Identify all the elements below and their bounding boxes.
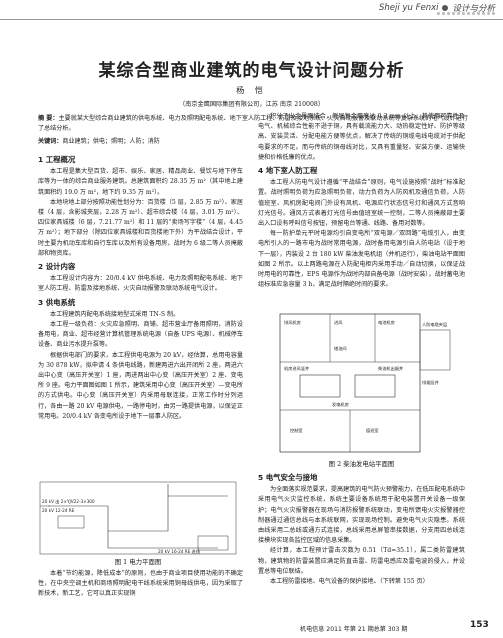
paper-affiliation: （南京金鹰国际集团有限公司，江苏 南京 210008） bbox=[178, 101, 325, 108]
fig1-cable-route bbox=[48, 495, 228, 532]
abstract: 摘 要：主要就某大型综合商业建筑的供电系统、电力及照明配电系统、地下室人防工程、… bbox=[38, 114, 468, 134]
body-paragraph: 本工程人防电气设计遵循“平战结合”原则，电气设施按照“战时”标准配置。战时照明负… bbox=[258, 179, 465, 228]
section-heading: 5 电气安全与接地 bbox=[258, 473, 318, 482]
right-column: 积分子出金界面结合，侧层复合厚度达 0.3 mm 以上，其使用可靠性及电气、机械… bbox=[258, 112, 465, 290]
body-paragraph: 为全面落实规范要求，提高建筑的电气防火预警能力，在低压配电系统中采用电气火灾监控… bbox=[258, 486, 465, 545]
fig2-shaft bbox=[419, 329, 451, 371]
keywords-label: 关键词： bbox=[38, 138, 63, 145]
body-paragraph: 本工程是集大型百货、超市、娱乐、家居、精品商业、餐饮与地下停车库等为一体的综合商… bbox=[38, 168, 243, 196]
fig2-label: 储油间 bbox=[334, 345, 347, 352]
fig2-label: 进风 bbox=[334, 319, 343, 326]
body-paragraph: 本着“节约能源，降低成本”的原则，也由于商业项目使用功能的不确定性，在中央空调主… bbox=[38, 570, 243, 598]
body-paragraph: 本工程一级负荷：火灾应急照明、商铺、超市营业厅备用照明，消防设备用电，商业、超市… bbox=[38, 321, 243, 349]
fig2-generator-1 bbox=[299, 374, 341, 398]
figure-2-caption: 图 2 柴油发电站平面图 bbox=[328, 460, 395, 468]
fig1-cable-route-2 bbox=[107, 531, 218, 549]
section-heading: 1 工程概况 bbox=[38, 155, 76, 164]
left-column: 1 工程概况本工程是集大型百货、超市、娱乐、家居、精品商业、餐饮与地下停车库等为… bbox=[38, 152, 243, 422]
bullet-icon bbox=[442, 5, 449, 11]
fig2-label: 排风机房 bbox=[284, 319, 301, 326]
fig2-label: 人防电缆夹层 bbox=[422, 321, 447, 328]
body-paragraph: 积分子出金界面结合，侧层复合厚度达 0.3 mm 以上，其使用可靠性及电气、机械… bbox=[258, 113, 465, 161]
abstract-label: 摘 要： bbox=[38, 115, 59, 122]
fig1-room-box bbox=[57, 515, 85, 529]
body-paragraph: 每一防护单元平时电源均引自变电所“双电源／双回路”电缆引入，由变电所引入的一路市… bbox=[258, 230, 465, 289]
keywords-text: 商业建筑；供电；照明；人防；消防 bbox=[62, 138, 160, 145]
fig2-label: 值班室 bbox=[366, 427, 379, 434]
body-paragraph: 本工程防雷接地、电气设备的保护接地、（下转第 155 页） bbox=[270, 578, 429, 586]
fig2-label: 柴油机出烟井 bbox=[378, 365, 403, 372]
fig2-label: 排烟竖井 bbox=[422, 379, 439, 386]
figure-1-caption: 图 1 电力平面图 bbox=[114, 558, 162, 566]
fig1-frame bbox=[39, 481, 237, 555]
figure-2-diesel-station-plan: 排风机房 进风 电池机房 储油间 人防电缆夹层 发电机房 机房进风竖井 柴油机出… bbox=[279, 313, 451, 453]
fig2-label: 发电机房 bbox=[332, 401, 349, 408]
header-section: 设计与分析 bbox=[452, 4, 495, 14]
fig2-label: 电池机房 bbox=[378, 319, 395, 326]
page-number: 153 bbox=[470, 620, 489, 630]
body-paragraph: 经计算，本工程预计雷击次数为 0.51（Td=35.1），属二类防雷建筑物，建筑… bbox=[258, 547, 465, 575]
fig2-label: 控制室 bbox=[290, 427, 303, 434]
body-paragraph: 本工程建筑内配电系统接地型式采用 TN-S 制。 bbox=[50, 310, 180, 318]
fig1-label: 20 kV 12-24 RE bbox=[42, 508, 75, 513]
header-journal-block: Sheji yu Fenxi 设计与分析 bbox=[379, 2, 495, 14]
fig1-substation-box bbox=[197, 535, 229, 551]
left-column-bottom: 本着“节约能源，降低成本”的原则，也由于商业项目使用功能的不确定性，在中央空调主… bbox=[38, 569, 243, 600]
header-journal: Sheji yu Fenxi bbox=[379, 3, 439, 13]
section-heading: 2 设计内容 bbox=[38, 262, 76, 272]
paper-title: 某综合型商业建筑的电气设计问题分析 bbox=[98, 61, 405, 81]
body-paragraph: 本地块地上部分按照功能性划分为：百货楼（5 层，2.85 万 m²）、家居楼（4… bbox=[38, 198, 243, 257]
right-column-bottom: 5 电气安全与接地为全面落实规范要求，提高建筑的电气防火预警能力，在低压配电系统… bbox=[258, 470, 465, 587]
fig2-label: 机房进风竖井 bbox=[284, 365, 309, 372]
section-heading: 4 地下室人防工程 bbox=[258, 166, 318, 176]
paper-author: 杨 恺 bbox=[236, 86, 267, 95]
footer-journal-issue: 机电信息 2011 年第 21 期总第 303 期 bbox=[300, 626, 408, 633]
body-paragraph: 根据供电部门的要求，本工程供电电源为 20 kV，经估算，总用电容量为 30 8… bbox=[38, 351, 243, 420]
section-heading: 3 供电系统 bbox=[38, 297, 76, 307]
keywords: 关键词：商业建筑；供电；照明；人防；消防 bbox=[38, 137, 468, 146]
running-header: Sheji yu Fenxi 设计与分析 bbox=[0, 0, 503, 20]
abstract-text: 主要就某大型综合商业建筑的供电系统、电力及照明配电系统、地下室人防工程、防雷及接… bbox=[38, 115, 469, 132]
fig1-label: 20 kV 16-24 RE 进线 bbox=[158, 548, 201, 555]
header-dots-decoration bbox=[437, 12, 495, 15]
fig1-label: 20 kV 出 2×YJV22-3×300 bbox=[42, 498, 95, 505]
body-paragraph: 本工程设计内容为：20/0.4 kV 供电系统、电力及照明配电系统、地下室人防工… bbox=[38, 275, 243, 293]
figure-1-power-plan: 20 kV 出 2×YJV22-3×300 20 kV 12-24 RE 20 … bbox=[39, 481, 237, 555]
fig2-generator-2 bbox=[354, 374, 396, 398]
